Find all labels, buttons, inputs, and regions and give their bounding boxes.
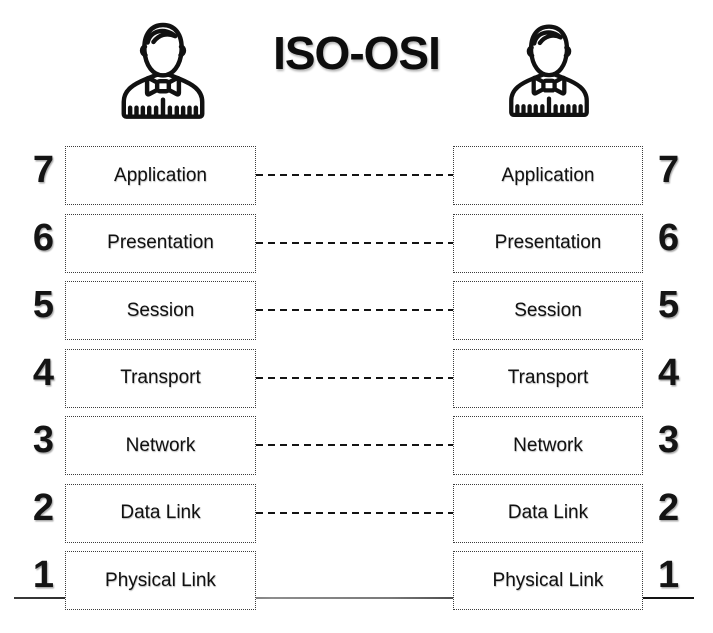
layer-box-right: Application	[453, 146, 643, 205]
layer-label: Presentation	[107, 232, 214, 253]
layer-number-left: 5	[32, 284, 54, 326]
layer-connector	[256, 146, 453, 205]
layer-connector	[256, 551, 453, 610]
layer-box-right: Physical Link	[453, 551, 643, 610]
layer-box-right: Data Link	[453, 483, 643, 543]
layer-label: Session	[126, 299, 195, 321]
layer-label: Network	[125, 434, 196, 456]
layer-box-right: Session	[453, 281, 643, 340]
layer-number-left: 2	[32, 486, 54, 529]
layer-connector	[256, 281, 453, 340]
layer-number-left: 7	[32, 149, 54, 191]
layer-label: Session	[514, 299, 582, 321]
layer-number-right: 3	[658, 419, 680, 461]
layer-box-right: Presentation	[453, 213, 643, 273]
layer-number-left: 4	[32, 351, 54, 394]
osi-layer-row-presentation: 6 Presentation Presentation 6	[0, 213, 713, 273]
layer-box-left: Transport	[65, 348, 256, 408]
layer-label: Network	[513, 434, 583, 456]
layer-label: Data Link	[120, 502, 201, 523]
layer-label: Application	[114, 164, 207, 186]
person-bowtie-icon	[509, 24, 589, 118]
layer-number-left: 3	[32, 419, 54, 461]
layer-label: Physical Link	[492, 569, 604, 591]
layer-connector	[256, 349, 453, 408]
layer-number-left: 6	[32, 216, 54, 259]
osi-layer-row-transport: 4 Transport Transport 4	[0, 348, 713, 408]
person-bowtie-icon	[121, 22, 205, 119]
layer-label: Transport	[120, 367, 201, 388]
layer-connector	[256, 214, 453, 273]
layer-number-left: 1	[32, 554, 54, 596]
layer-label: Application	[501, 164, 595, 186]
layer-box-left: Data Link	[65, 483, 256, 543]
layer-stack: 7 Application Application 7 6 Presentati…	[0, 146, 713, 610]
layer-box-left: Physical Link	[65, 551, 256, 610]
layer-label: Data Link	[507, 502, 589, 523]
dashed-line	[256, 309, 453, 312]
layer-label: Transport	[507, 367, 589, 388]
layer-box-left: Network	[65, 416, 256, 475]
layer-label: Physical Link	[105, 569, 216, 591]
dashed-line	[256, 511, 453, 514]
layer-label: Presentation	[494, 232, 602, 253]
layer-number-right: 6	[658, 216, 680, 259]
layer-number-right: 7	[658, 149, 680, 191]
layer-number-right: 5	[658, 284, 680, 326]
layer-connector	[256, 416, 453, 475]
layer-number-right: 1	[658, 554, 680, 596]
osi-layer-row-application: 7 Application Application 7	[0, 146, 713, 205]
dashed-line	[256, 241, 453, 244]
layer-box-left: Session	[65, 281, 256, 340]
layer-box-left: Application	[65, 146, 256, 205]
osi-layer-row-network: 3 Network Network 3	[0, 416, 713, 475]
dashed-line	[256, 174, 453, 177]
layer-box-right: Network	[453, 416, 643, 475]
layer-connector	[256, 484, 453, 543]
layer-number-right: 2	[658, 486, 680, 529]
osi-layer-row-datalink: 2 Data Link Data Link 2	[0, 483, 713, 543]
osi-layer-row-session: 5 Session Session 5	[0, 281, 713, 340]
dashed-line	[256, 444, 453, 447]
layer-box-right: Transport	[453, 348, 643, 408]
page-title: ISO-OSI	[273, 27, 441, 79]
layer-box-left: Presentation	[65, 213, 256, 273]
physical-medium-line	[14, 597, 694, 599]
dashed-line	[256, 376, 453, 379]
osi-layer-row-physical: 1 Physical Link Physical Link 1	[0, 551, 713, 610]
layer-number-right: 4	[658, 351, 680, 394]
